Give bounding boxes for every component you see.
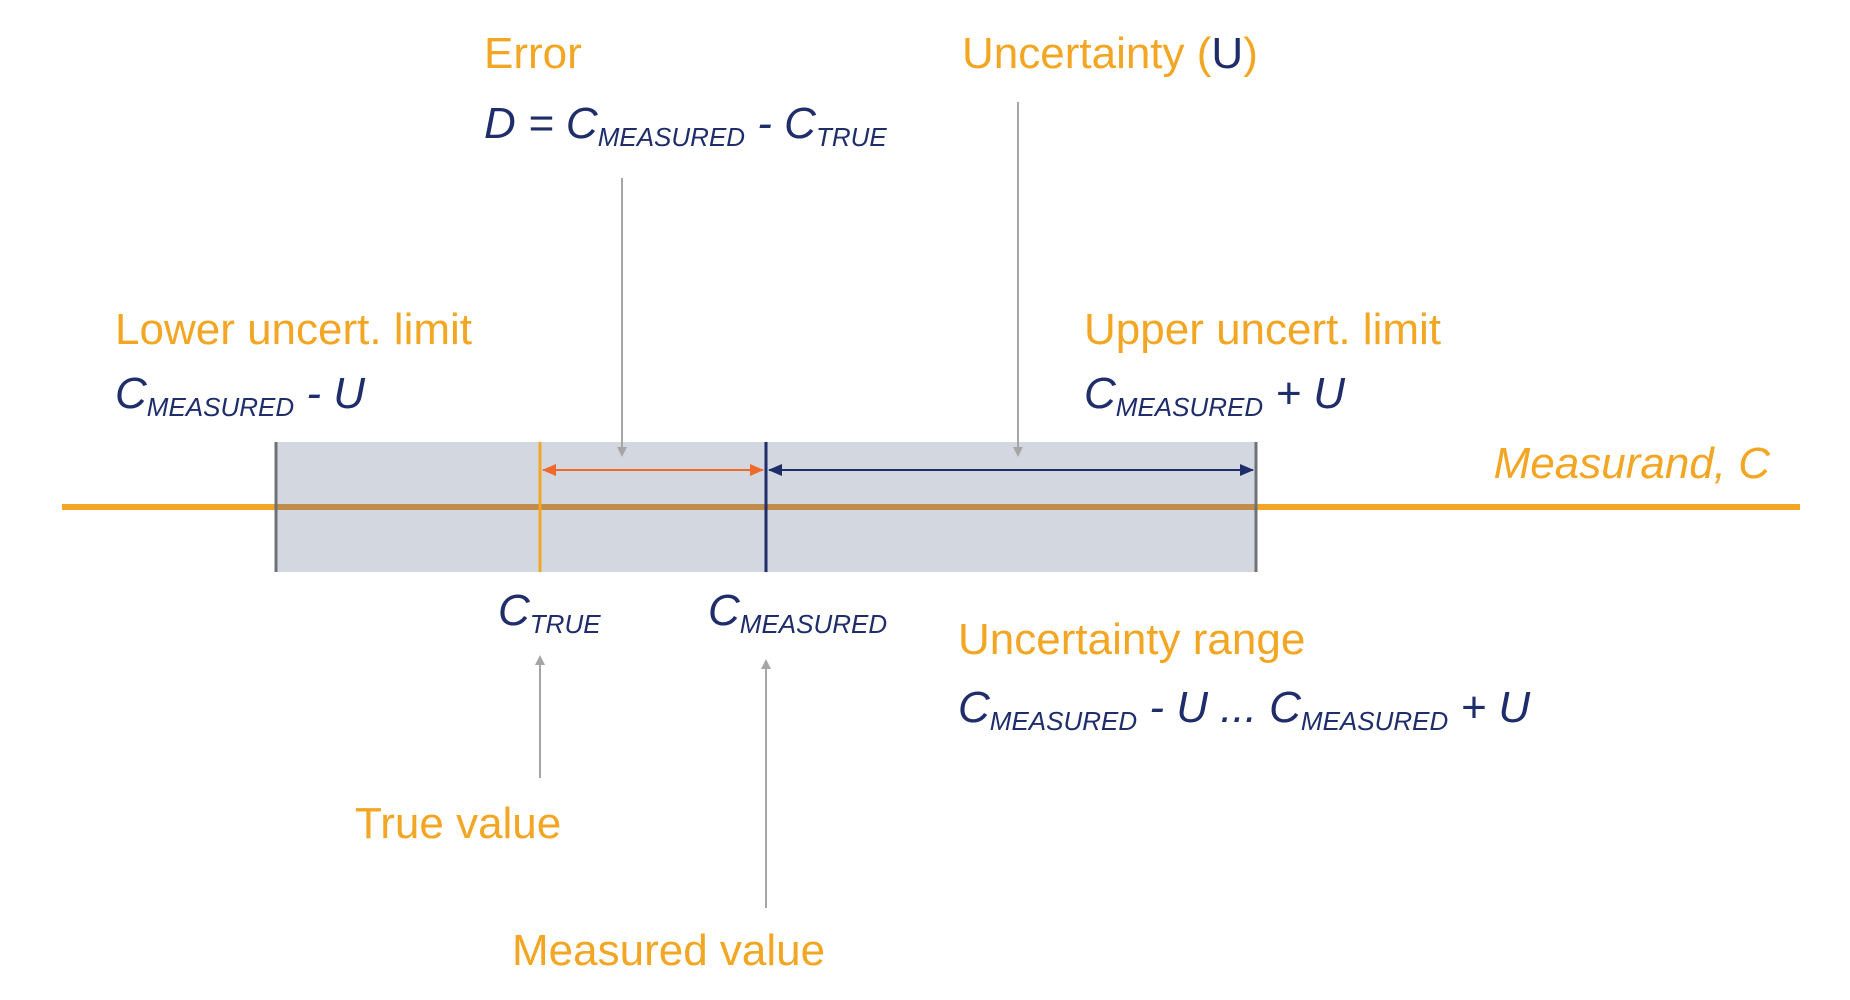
error-title: Error [484, 29, 582, 78]
c-true-label: CTRUE [498, 586, 601, 639]
error-formula: D = CMEASURED - CTRUE [484, 99, 887, 152]
lower-limit-title: Lower uncert. limit [115, 305, 472, 354]
lower-limit-formula: CMEASURED - U [115, 369, 365, 422]
axis-label: Measurand, C [1494, 439, 1772, 488]
uncertainty-range-title: Uncertainty range [958, 615, 1305, 664]
uncertainty-range-formula: CMEASURED - U ... CMEASURED + U [958, 683, 1530, 736]
measured-value-label: Measured value [512, 926, 825, 975]
c-measured-label: CMEASURED [708, 586, 887, 639]
true-value-label: True value [355, 799, 561, 848]
upper-limit-title: Upper uncert. limit [1084, 305, 1441, 354]
upper-limit-formula: CMEASURED + U [1084, 369, 1345, 422]
uncertainty-title: Uncertainty (U) [962, 29, 1258, 78]
